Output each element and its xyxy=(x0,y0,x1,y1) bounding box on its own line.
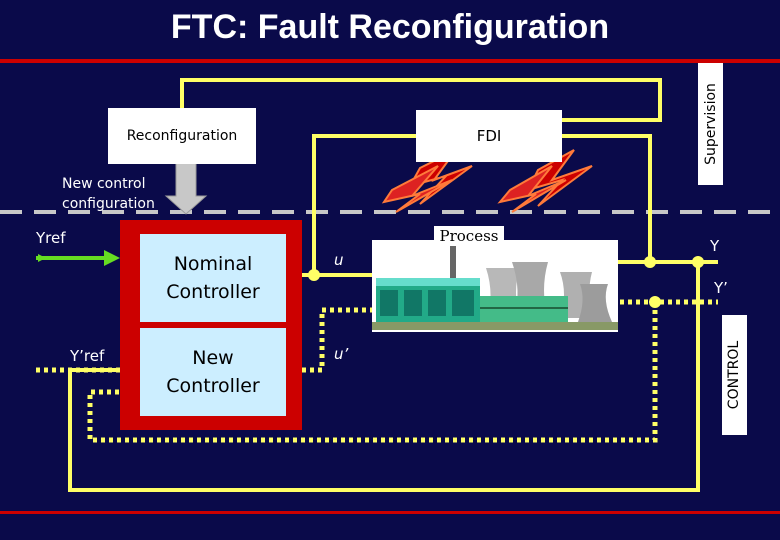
lightning-bolt-2 xyxy=(381,165,453,213)
bottom-separator xyxy=(0,511,780,514)
reconfiguration-block[interactable]: Reconfiguration xyxy=(108,108,256,164)
nominal-controller-block[interactable]: Nominal Controller xyxy=(140,234,286,322)
fdi-label: FDI xyxy=(476,127,502,145)
control-label-box: CONTROL xyxy=(722,315,747,435)
new-controller-line2: Controller xyxy=(166,375,260,397)
y-junction xyxy=(644,256,656,268)
new-controller-block[interactable]: New Controller xyxy=(140,328,286,416)
new-controller-line1: New xyxy=(192,347,234,369)
nominal-controller-line1: Nominal xyxy=(173,253,253,275)
y-prime-junction xyxy=(649,296,661,308)
y-prime-ref-label: Y’ref xyxy=(70,347,105,365)
u-label: u xyxy=(334,251,344,269)
u-prime-dotted-wire xyxy=(286,307,372,373)
u-junction xyxy=(308,269,320,281)
fdi-output-wire xyxy=(562,134,652,262)
new-control-configuration-label: New control configuration xyxy=(62,174,155,214)
fdi-block[interactable]: FDI xyxy=(416,110,562,162)
control-label: CONTROL xyxy=(726,340,743,410)
new-feedback-dotted-wire xyxy=(87,302,658,443)
process-label: Process xyxy=(434,226,504,246)
yref-label: Yref xyxy=(36,229,66,247)
power-plant-illustration xyxy=(372,240,618,332)
page-title: FTC: Fault Reconfiguration xyxy=(170,8,610,46)
reconfiguration-label: Reconfiguration xyxy=(126,128,238,144)
reconfig-arrow xyxy=(164,162,208,215)
y-label: Y xyxy=(710,237,720,255)
yref-arrowhead xyxy=(104,250,120,266)
top-separator xyxy=(0,59,780,63)
supervision-label: Supervision xyxy=(702,83,719,165)
supervision-label-box: Supervision xyxy=(698,63,723,185)
fdi-input-wire xyxy=(312,134,416,275)
y-prime-label: Y’ xyxy=(714,279,728,297)
supervision-loop-wire xyxy=(180,78,662,122)
u-prime-label: u’ xyxy=(334,345,349,363)
lightning-bolt-4 xyxy=(497,165,567,213)
nominal-controller-line2: Controller xyxy=(166,281,260,303)
new-control-configuration-line2: configuration xyxy=(62,196,155,212)
y-out-junction xyxy=(692,256,704,268)
new-control-configuration-line1: New control xyxy=(62,176,146,192)
